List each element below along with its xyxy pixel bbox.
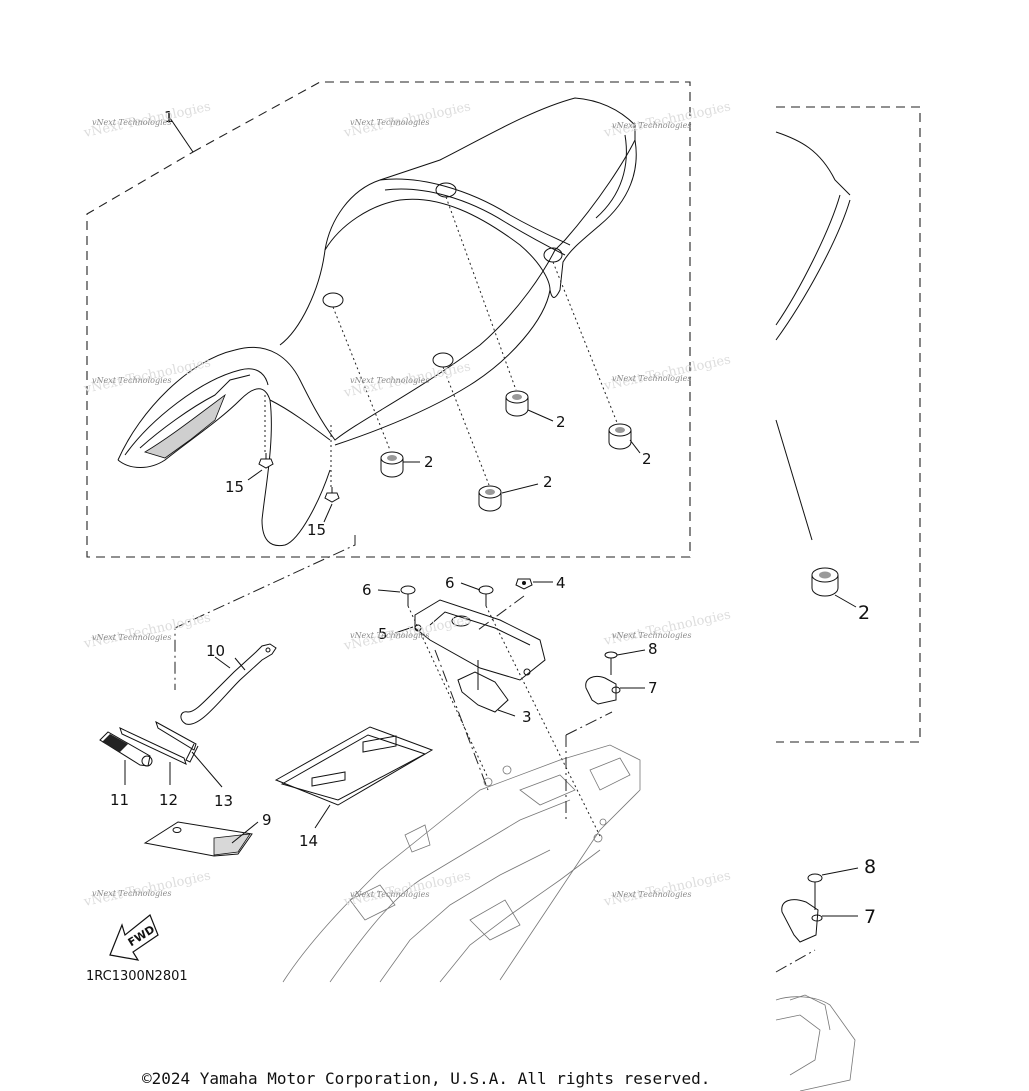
owners-manual[interactable]	[274, 726, 434, 829]
svg-text:vNext Technologies: vNext Technologies	[350, 118, 429, 127]
callout-3: 3	[522, 708, 532, 726]
figure-code: 1RC1300N2801	[86, 969, 188, 984]
callout-6: 6	[445, 574, 455, 592]
callout-9: 9	[262, 811, 272, 829]
screwdriver-bit[interactable]	[119, 727, 187, 785]
callout-12: 12	[159, 791, 178, 809]
callout-2: 2	[556, 413, 566, 431]
callout-13: 13	[214, 792, 233, 810]
callout-2: 2	[642, 450, 652, 468]
callout-1: 1	[164, 108, 174, 126]
svg-text:vNext Technologies: vNext Technologies	[612, 890, 691, 899]
leader-lines-tools	[214, 656, 231, 669]
callout-11: 11	[110, 791, 129, 809]
svg-text:vNext Technologies: vNext Technologies	[612, 631, 691, 640]
callout-2: 2	[543, 473, 553, 491]
leader-lines-bracket	[377, 581, 601, 837]
callout-15: 15	[307, 521, 326, 539]
collar-icon	[585, 649, 646, 705]
rear-frame	[282, 744, 856, 1091]
svg-text:vNext Technologies: vNext Technologies	[612, 121, 691, 130]
callout-8: 8	[864, 856, 876, 878]
tool-bag[interactable]	[143, 821, 259, 857]
frame-guide-line	[565, 711, 613, 736]
tool-guide-line	[174, 535, 356, 690]
svg-text:vNext Technologies: vNext Technologies	[82, 610, 212, 652]
callout-4: 4	[556, 574, 566, 592]
detail-frame-right	[775, 106, 921, 743]
callout-14: 14	[299, 832, 318, 850]
screw-icon	[258, 453, 340, 503]
callout-5: 5	[378, 625, 388, 643]
svg-text:vNext Technologies: vNext Technologies	[350, 631, 429, 640]
spanner-wrench[interactable]	[180, 643, 277, 725]
callout-10: 10	[206, 642, 225, 660]
bolt-icon	[400, 578, 533, 606]
screwdriver-handle[interactable]	[99, 731, 153, 785]
seat[interactable]	[117, 97, 637, 547]
callout-15: 15	[225, 478, 244, 496]
svg-text:vNext Technologies: vNext Technologies	[350, 376, 429, 385]
fwd-arrow-icon: FWD	[109, 914, 159, 961]
watermarks: vNext Technologies vNext Technologies vN…	[82, 99, 732, 910]
svg-text:vNext Technologies: vNext Technologies	[350, 890, 429, 899]
svg-text:vNext Technologies: vNext Technologies	[602, 607, 732, 649]
seat-lock-bracket[interactable]	[414, 599, 546, 713]
seat-guide-lines	[264, 196, 619, 490]
callout-2: 2	[424, 453, 434, 471]
svg-text:vNext Technologies: vNext Technologies	[92, 633, 171, 642]
callout-2: 2	[858, 602, 870, 624]
callout-7: 7	[648, 679, 658, 697]
seat-assembly-frame	[86, 81, 691, 558]
copyright-notice: ©2024 Yamaha Motor Corporation, U.S.A. A…	[142, 1069, 711, 1088]
svg-text:vNext Technologies: vNext Technologies	[92, 376, 171, 385]
svg-text:vNext Technologies: vNext Technologies	[92, 889, 171, 898]
callout-6: 6	[362, 581, 372, 599]
hex-wrench[interactable]	[155, 720, 223, 788]
svg-text:vNext Technologies: vNext Technologies	[92, 118, 171, 127]
callout-8: 8	[648, 640, 658, 658]
leader-lines-seat	[247, 409, 641, 523]
damper-icon	[380, 390, 839, 597]
callout-7: 7	[864, 906, 876, 928]
svg-text:vNext Technologies: vNext Technologies	[612, 374, 691, 383]
collar-icon	[775, 867, 859, 973]
